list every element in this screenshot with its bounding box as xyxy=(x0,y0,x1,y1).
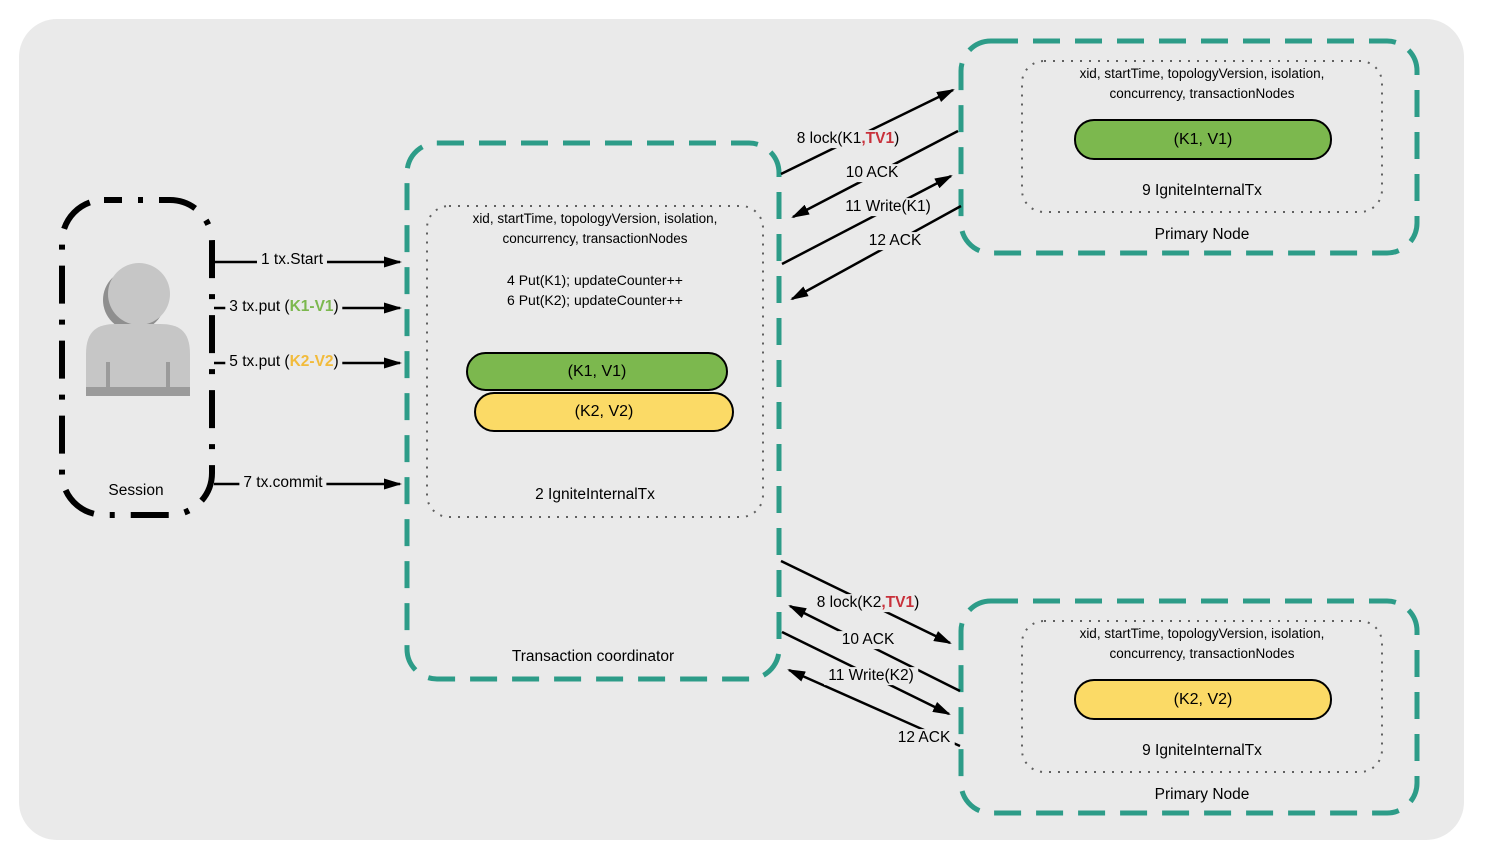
primary-node-top-title: Primary Node xyxy=(1154,226,1250,244)
user-torso xyxy=(86,324,190,396)
message-label-tx-put-k1: 3 tx.put (K1-V1) xyxy=(225,298,343,316)
kv-pill-coordinator-k1v1: (K1, V1) xyxy=(466,352,728,391)
coordinator-op-put-k2: 6 Put(K2); updateCounter++ xyxy=(507,291,683,308)
primary-node-top-attrs-line1: xid, startTime, topologyVersion, isolati… xyxy=(1079,66,1325,82)
lock-k2-suffix: ) xyxy=(914,594,920,612)
lock-k2-tv1: ,TV1 xyxy=(881,594,915,612)
message-label-ack12-bottom: 12 ACK xyxy=(893,729,955,747)
message-label-tx-put-k2: 5 tx.put (K2-V2) xyxy=(225,353,343,371)
coordinator-inner-dotted-box xyxy=(426,205,764,518)
tx-put-k1-suffix: ) xyxy=(333,298,339,316)
message-label-write-k1: 11 Write(K1) xyxy=(841,198,935,216)
arrow-ack12-top xyxy=(790,204,962,301)
primary-node-top-inner-dotted-box xyxy=(1021,60,1383,213)
coordinator-op-put-k1: 4 Put(K1); updateCounter++ xyxy=(507,271,683,288)
tx-put-k1-key: K1-V1 xyxy=(289,298,334,316)
kv-pill-coordinator-k2v2-label: (K2, V2) xyxy=(574,403,634,420)
primary-node-top-internal-tx: 9 IgniteInternalTx xyxy=(1142,182,1262,200)
kv-pill-node-bottom-k2v2-label: (K2, V2) xyxy=(1173,690,1233,708)
user-sleeve-notch-left xyxy=(106,362,110,387)
primary-node-top-attrs-line2: concurrency, transactionNodes xyxy=(1109,86,1295,102)
coordinator-attrs-line1: xid, startTime, topologyVersion, isolati… xyxy=(472,211,718,227)
message-label-tx-start: 1 tx.Start xyxy=(256,251,328,269)
coordinator-internal-tx: 2 IgniteInternalTx xyxy=(535,486,655,504)
primary-node-bottom-inner-dotted-box xyxy=(1021,620,1383,773)
primary-node-top-border xyxy=(958,38,1420,256)
primary-node-bottom-internal-tx: 9 IgniteInternalTx xyxy=(1142,742,1262,760)
coordinator-attrs-line2: concurrency, transactionNodes xyxy=(502,231,688,247)
tx-put-k2-suffix: ) xyxy=(333,353,339,371)
lock-k1-suffix: ) xyxy=(894,130,900,148)
primary-node-bottom-border xyxy=(958,598,1420,816)
user-icon xyxy=(86,263,190,396)
tx-put-k2-key: K2-V2 xyxy=(289,353,334,371)
message-label-write-k2: 11 Write(K2) xyxy=(824,667,918,685)
message-label-tx-commit: 7 tx.commit xyxy=(239,474,327,492)
kv-pill-coordinator-k2v2: (K2, V2) xyxy=(474,392,734,432)
session-title: Session xyxy=(108,482,164,500)
lock-k1-tv1: ,TV1 xyxy=(861,130,895,148)
user-torso-band xyxy=(86,387,190,396)
kv-pill-coordinator-k1v1-label: (K1, V1) xyxy=(567,362,627,380)
message-label-ack10-top: 10 ACK xyxy=(841,164,903,182)
arrow-write-k1 xyxy=(781,174,953,266)
lock-k1-prefix: 8 lock(K1 xyxy=(796,130,862,148)
kv-pill-node-top-k1v1-label: (K1, V1) xyxy=(1173,130,1233,148)
user-sleeve-notch-right xyxy=(166,362,170,387)
message-label-ack10-bottom: 10 ACK xyxy=(837,631,899,649)
user-head xyxy=(108,263,170,325)
lock-k2-prefix: 8 lock(K2 xyxy=(816,594,882,612)
tx-put-k1-prefix: 3 tx.put ( xyxy=(229,298,290,316)
primary-node-bottom-attrs-line2: concurrency, transactionNodes xyxy=(1109,646,1295,662)
coordinator-box-border xyxy=(404,140,782,682)
kv-pill-node-top-k1v1: (K1, V1) xyxy=(1074,119,1332,160)
tx-put-k2-prefix: 5 tx.put ( xyxy=(229,353,290,371)
coordinator-title: Transaction coordinator xyxy=(511,648,675,666)
session-box-border xyxy=(59,197,215,518)
message-label-lock-k2: 8 lock(K2,TV1) xyxy=(812,594,924,612)
kv-pill-node-bottom-k2v2: (K2, V2) xyxy=(1074,679,1332,720)
message-label-lock-k1: 8 lock(K1,TV1) xyxy=(792,130,904,148)
primary-node-bottom-attrs-line1: xid, startTime, topologyVersion, isolati… xyxy=(1079,626,1325,642)
message-label-ack12-top: 12 ACK xyxy=(864,232,926,250)
primary-node-bottom-title: Primary Node xyxy=(1154,786,1250,804)
